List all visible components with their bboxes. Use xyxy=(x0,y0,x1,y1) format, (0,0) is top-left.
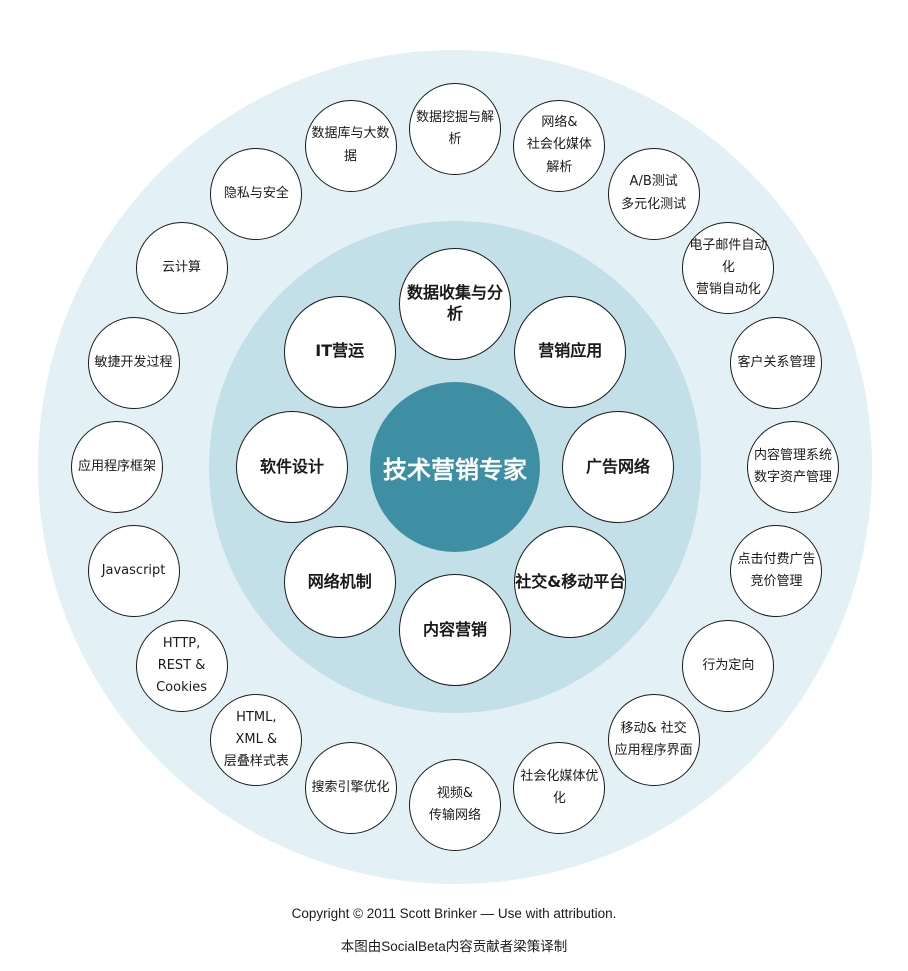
outer-node-9: 社会化媒体优化 xyxy=(513,742,606,835)
outer-node-12: HTML, XML & 层叠样式表 xyxy=(210,694,303,787)
inner-node-7: IT营运 xyxy=(283,295,396,408)
outer-node-label: 内容管理系统 数字资产管理 xyxy=(753,447,832,485)
inner-node-label: 软件设计 xyxy=(259,456,324,476)
outer-node-4: 客户关系管理 xyxy=(730,316,823,409)
copyright-credit: Copyright © 2011 Scott Brinker — Use wit… xyxy=(291,906,617,921)
outer-node-6: 点击付费广告 竞价管理 xyxy=(730,525,823,618)
outer-node-label: 云计算 xyxy=(162,260,202,276)
outer-node-label: 数据库与大数据 xyxy=(311,126,390,164)
outer-node-13: HTTP, REST & Cookies xyxy=(135,619,228,712)
inner-node-6: 软件设计 xyxy=(236,411,348,523)
outer-node-10: 视频& 传输网络 xyxy=(409,759,501,851)
outer-node-1: 网络& 社会化媒体 解析 xyxy=(513,99,606,192)
outer-node-16: 敏捷开发过程 xyxy=(87,316,180,409)
outer-node-label: 搜索引擎优化 xyxy=(311,780,390,796)
outer-node-11: 搜索引擎优化 xyxy=(304,742,397,835)
outer-node-label: 电子邮件自动化 营销自动化 xyxy=(689,238,768,298)
inner-node-label: IT营运 xyxy=(315,341,365,361)
inner-node-label: 网络机制 xyxy=(307,571,372,591)
outer-node-2: A/B测试 多元化测试 xyxy=(607,147,700,240)
inner-node-4: 内容营销 xyxy=(399,574,511,686)
outer-node-label: 视频& 传输网络 xyxy=(428,785,481,823)
outer-node-label: HTTP, REST & Cookies xyxy=(156,635,207,695)
center-node: 技术营销专家 xyxy=(370,382,540,552)
outer-node-label: 数据挖掘与解析 xyxy=(415,109,494,147)
outer-node-label: 隐私与安全 xyxy=(223,185,289,201)
outer-node-label: 敏捷开发过程 xyxy=(94,354,173,370)
inner-node-3: 社交&移动平台 xyxy=(514,526,627,639)
outer-node-label: HTML, XML & 层叠样式表 xyxy=(223,710,289,770)
inner-node-5: 网络机制 xyxy=(283,526,396,639)
outer-node-label: 网络& 社会化媒体 解析 xyxy=(526,115,592,175)
inner-node-label: 广告网络 xyxy=(585,456,650,476)
outer-node-19: 数据库与大数据 xyxy=(304,99,397,192)
translation-credit: 本图由SocialBeta内容贡献者梁策译制 xyxy=(340,939,568,954)
inner-node-1: 营销应用 xyxy=(514,295,627,408)
inner-node-label: 数据收集与分析 xyxy=(406,283,503,323)
outer-node-0: 数据挖掘与解析 xyxy=(409,83,501,175)
outer-node-label: 行为定向 xyxy=(702,657,755,673)
inner-node-0: 数据收集与分析 xyxy=(399,248,511,360)
outer-node-18: 隐私与安全 xyxy=(210,147,303,240)
inner-node-2: 广告网络 xyxy=(562,411,674,523)
outer-node-label: 应用程序框架 xyxy=(77,458,156,474)
outer-node-label: 点击付费广告 竞价管理 xyxy=(737,552,816,590)
inner-node-label: 社交&移动平台 xyxy=(515,571,626,591)
outer-node-label: 社会化媒体优化 xyxy=(520,769,599,807)
inner-node-label: 内容营销 xyxy=(422,619,487,639)
inner-node-label: 营销应用 xyxy=(538,341,603,361)
outer-node-label: Javascript xyxy=(101,563,166,579)
outer-node-label: 移动& 社交 应用程序界面 xyxy=(614,721,693,759)
outer-node-17: 云计算 xyxy=(135,222,228,315)
outer-node-label: A/B测试 多元化测试 xyxy=(621,174,687,212)
outer-node-label: 客户关系管理 xyxy=(737,354,816,370)
outer-node-14: Javascript xyxy=(87,525,180,618)
outer-node-8: 移动& 社交 应用程序界面 xyxy=(607,694,700,787)
outer-node-5: 内容管理系统 数字资产管理 xyxy=(747,421,839,513)
outer-node-15: 应用程序框架 xyxy=(71,421,163,513)
outer-node-7: 行为定向 xyxy=(682,619,775,712)
outer-node-3: 电子邮件自动化 营销自动化 xyxy=(682,222,775,315)
center-label: 技术营销专家 xyxy=(383,455,527,484)
